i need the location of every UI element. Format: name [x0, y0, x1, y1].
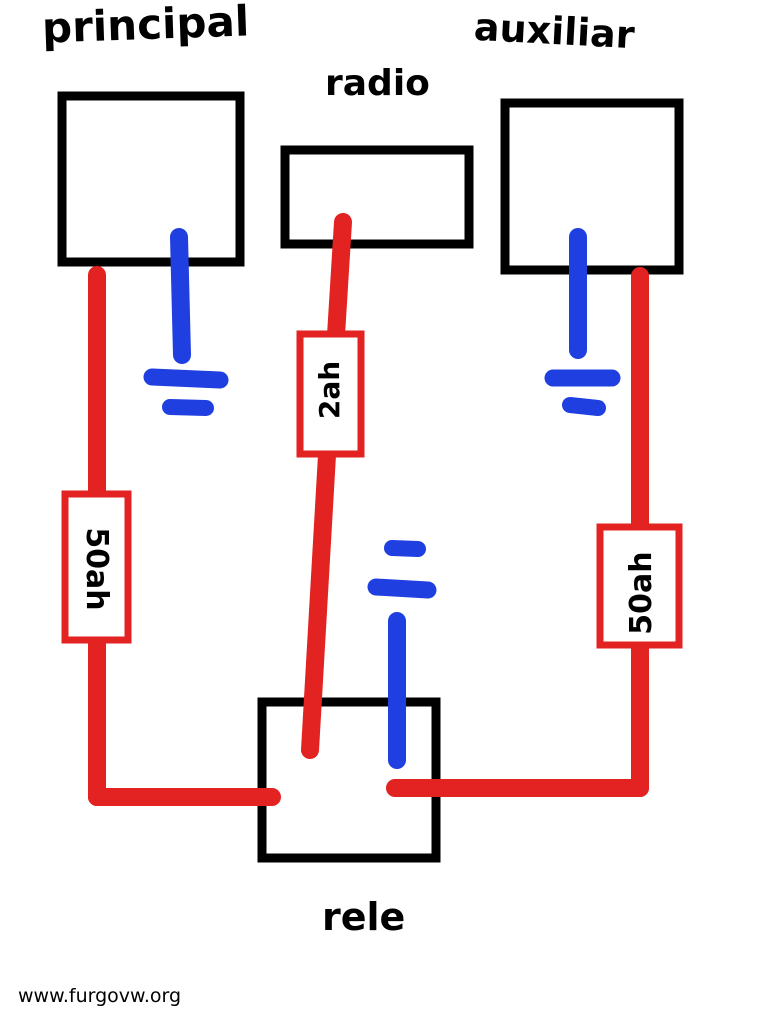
auxiliar-battery-box: [500, 98, 684, 275]
watermark: www.furgovw.org: [18, 985, 182, 1007]
principal-ground-bar-2: [162, 399, 214, 416]
auxiliar-ground-bar-2: [562, 397, 606, 416]
principal-fuse: [61, 490, 132, 644]
radio-wire-upper: [327, 213, 352, 344]
radio-wire-lower: [301, 446, 336, 759]
radio-box: [280, 145, 474, 249]
rele-ground-bar-2: [367, 578, 437, 599]
radio-label: radio: [325, 63, 430, 104]
auxiliar-label: auxiliar: [472, 4, 636, 58]
auxiliar-fuse-label: 50ah: [624, 551, 659, 635]
principal-label: principal: [41, 0, 250, 53]
radio-fuse: [296, 330, 365, 458]
principal-ground-bar-1: [143, 368, 229, 389]
auxiliar-fuse: [596, 523, 683, 649]
principal-fuse-label: 50ah: [79, 527, 114, 611]
rele-ground-bar-1: [384, 540, 426, 557]
principal-ground-wire: [170, 228, 191, 364]
rele-label: rele: [322, 895, 406, 939]
radio-fuse-label: 2ah: [313, 360, 346, 420]
principal-battery-box: [57, 91, 245, 267]
